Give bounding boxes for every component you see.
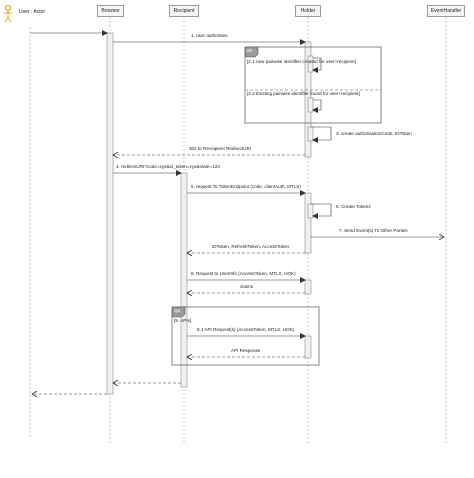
message-3-self xyxy=(311,126,332,143)
participant-eventhandler: EventHandler xyxy=(427,5,465,17)
activation-holder-nested-3 xyxy=(307,126,314,142)
activation-recipient xyxy=(180,172,188,388)
message-9-1-label: 9.1 API Request(s) (AccessToken, MTLS, H… xyxy=(197,327,295,332)
alt-keyword: alt xyxy=(247,48,252,53)
message-8-label: 8. Request to UserInfo (AccessToken, MTL… xyxy=(191,271,296,276)
alt-guard-2: [2.2 Existing pairwise identifier found … xyxy=(247,91,360,96)
message-2-2-self xyxy=(312,99,322,113)
opt-guard-1: [9. APIs] xyxy=(174,318,192,323)
participant-holder: Holder xyxy=(295,5,321,17)
activation-holder-3 xyxy=(304,279,312,295)
message-api-response-label: API Response xyxy=(231,348,261,353)
activation-holder-4 xyxy=(304,335,312,359)
message-6-self xyxy=(311,203,332,219)
message-tokens-label: IDToken, RefreshToken, AccessToken xyxy=(212,244,290,249)
participant-browser: Browser xyxy=(97,5,124,17)
activation-browser xyxy=(106,32,114,395)
message-3-label: 3. create authorisationCode, IDToken xyxy=(336,131,412,136)
message-4-label: 4. redirectURI?code=xyz&id_token=zyx&sta… xyxy=(116,164,220,169)
opt-fragment xyxy=(171,306,320,366)
actor-icon xyxy=(4,4,12,23)
message-6-label: 6. Create Tokens xyxy=(336,204,371,209)
alt-fragment xyxy=(244,46,382,124)
message-302-label: 302 to Receipient RedirectURI xyxy=(189,146,252,151)
message-5-label: 5. request To TokenEndpoint (code, clien… xyxy=(191,184,301,189)
message-2-1-self xyxy=(312,57,322,73)
participant-recipient: Recipient xyxy=(169,5,199,17)
message-7-label: 7. Send Event(s) To Other Parties xyxy=(339,228,408,233)
activation-holder-nested-4 xyxy=(307,203,314,219)
participant-user-label: User : Actor xyxy=(19,9,46,15)
alt-guard-1: [2.1 new pairwise identifier created for… xyxy=(247,59,356,64)
opt-keyword: opt xyxy=(174,308,181,313)
message-1-label: 1. user authorises xyxy=(191,33,228,38)
activation-holder-2 xyxy=(304,192,312,254)
message-claims-label: claims xyxy=(240,284,254,289)
activation-holder-nested-1 xyxy=(307,55,314,73)
activation-holder-nested-2 xyxy=(307,97,314,113)
